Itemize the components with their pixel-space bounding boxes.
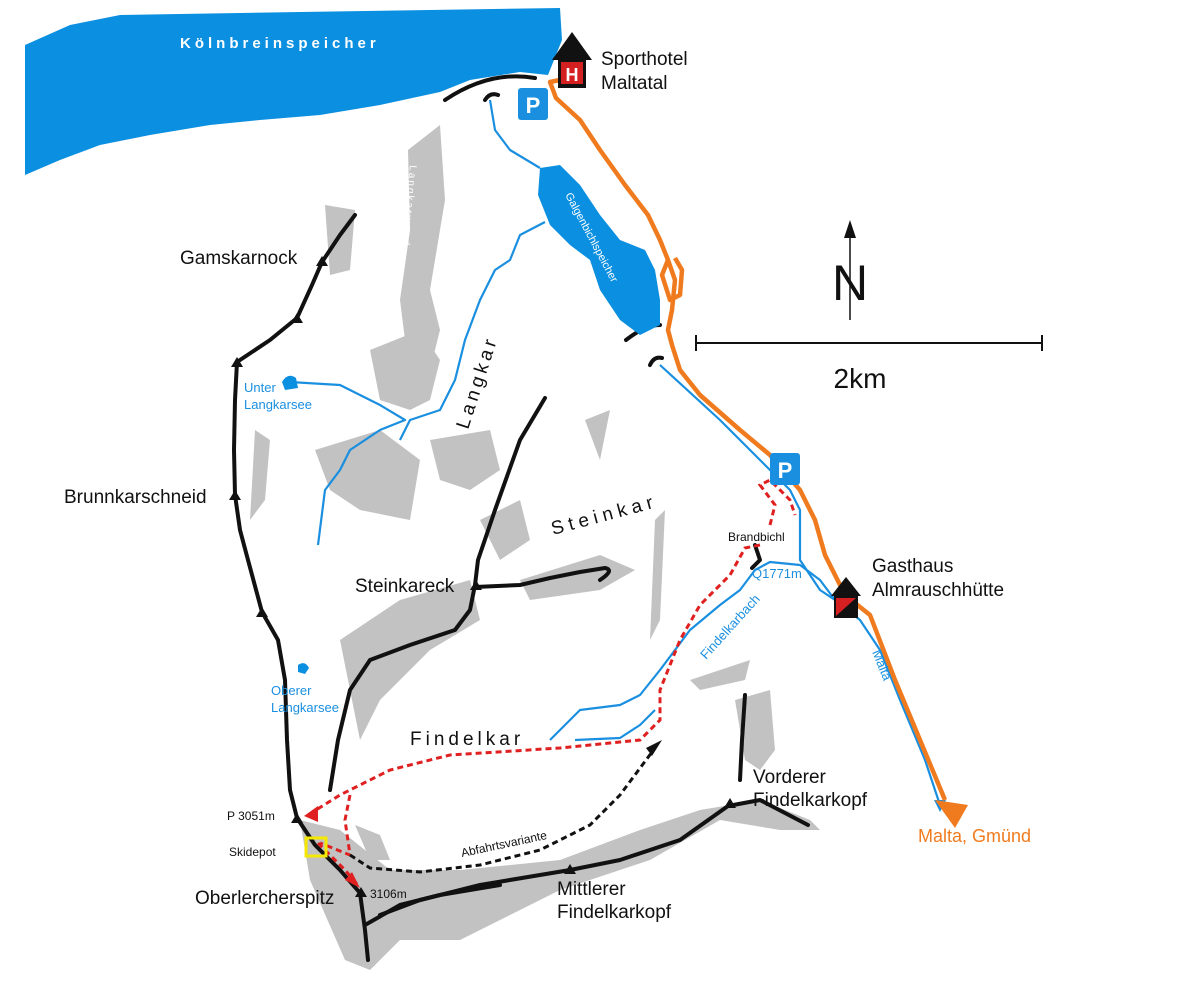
lake-oberer-langkarsee [298,663,309,674]
parking-lower: P [770,453,800,485]
label-brunnkarschneid: Brunnkarschneid [64,487,207,508]
label-spring: Q1771m [752,566,802,581]
label-steinkar: Steinkar [549,491,660,540]
svg-text:2km: 2km [834,363,887,394]
label-gamskarnock: Gamskarnock [180,248,298,269]
label-findelkarbach: Findelkarbach [697,591,763,662]
svg-text:H: H [566,65,579,85]
ascent-route [307,543,761,817]
label-mittlerer: Findelkarkopf [557,902,672,923]
label-mittlerer: Mittlerer [557,879,626,900]
terrain-shading [250,125,820,970]
dam-marker [483,92,500,102]
peak-markers [229,256,736,897]
svg-text:N: N [832,255,868,311]
svg-text:P: P [778,458,793,483]
route-arrow-summit [345,872,360,888]
dam-koelnbrein [443,74,537,102]
parking-top: P [518,88,548,120]
label-unter-langkarsee: Langkarsee [244,397,312,412]
label-findelkar: Findelkar [410,729,524,750]
route-arrow-p3051 [304,806,318,822]
label-oberer-langkarsee: Langkarsee [271,700,339,715]
label-3106m: 3106m [370,887,407,901]
hut-icon [831,577,861,618]
label-abfahrtsvariante: Abfahrtsvariante [460,828,549,860]
lake-unter-langkarsee [282,375,298,390]
label-brandbichl: Brandbichl [728,530,785,544]
label-malta-river: Malta [869,648,895,684]
label-gasthaus: Almrauschhütte [872,580,1004,601]
label-sporthotel: Sporthotel [601,49,688,70]
label-p3051: P 3051m [227,809,275,823]
label-skidepot: Skidepot [229,845,276,859]
label-vorderer: Findelkarkopf [753,790,868,811]
variant-arrow [646,740,662,756]
access-road [547,77,948,801]
road-switchback [659,256,685,303]
label-steinkareck: Steinkareck [355,576,455,597]
ridges [232,213,810,962]
lake-label-koelnbreinspeicher: Kölnbreinspeicher [180,35,380,52]
destination-arrow [935,800,968,828]
scale-bar: 2km [695,335,1043,394]
label-oberlercherspitz: Oberlercherspitz [195,888,334,909]
label-vorderer: Vorderer [753,767,827,788]
lake-koelnbreinspeicher [25,8,562,175]
label-langkar: Langkar [453,333,503,431]
label-destination: Malta, Gmünd [918,826,1031,846]
route-brandbichl [757,478,797,526]
lake-galgenbichlspeicher [538,165,660,335]
hotel-icon: H [552,32,592,88]
route-branch [319,794,352,858]
svg-text:P: P [526,93,541,118]
skidepot-marker [304,836,328,858]
dam-marker [648,355,664,367]
label-gasthaus: Gasthaus [872,556,953,577]
north-arrow: N [832,220,868,320]
label-oberer-langkarsee: Oberer [271,683,312,698]
descent-variant [349,747,657,874]
label-unter-langkarsee: Unter [244,380,276,395]
streams [289,99,942,806]
label-sporthotel: Maltatal [601,73,668,94]
